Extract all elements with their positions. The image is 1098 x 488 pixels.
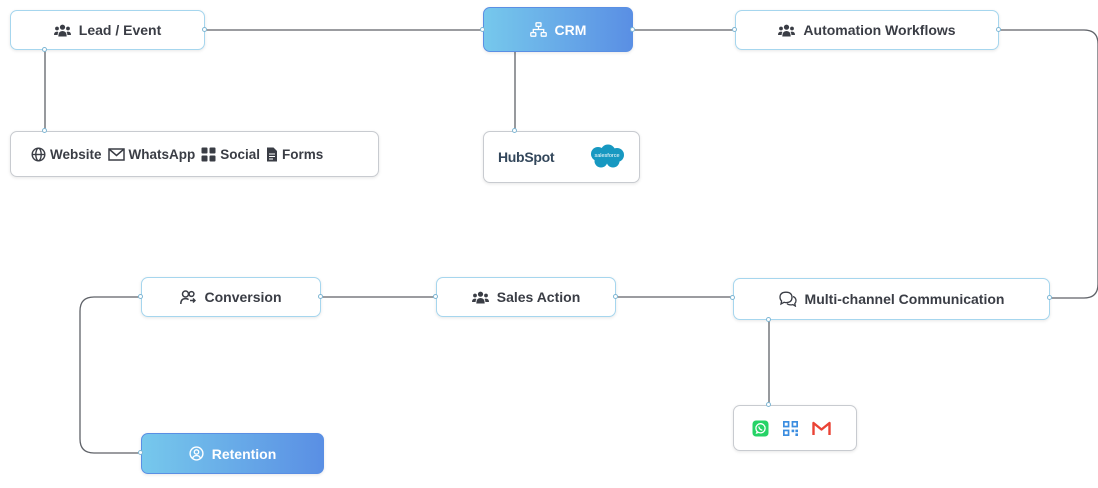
- node-sales-action[interactable]: Sales Action: [436, 277, 616, 317]
- document-icon: [266, 147, 278, 162]
- node-crm-label: CRM: [554, 21, 587, 38]
- source-whatsapp-label: WhatsApp: [128, 146, 196, 162]
- salesforce-logo-text: salesforce: [594, 153, 620, 159]
- node-lead-event[interactable]: Lead / Event: [10, 10, 205, 50]
- node-automation-workflows[interactable]: Automation Workflows: [735, 10, 999, 50]
- node-lead-sources[interactable]: Website WhatsApp Social Forms: [10, 131, 379, 177]
- port: [512, 128, 517, 133]
- source-forms[interactable]: Forms: [266, 147, 323, 162]
- node-multichannel-communication[interactable]: Multi-channel Communication: [733, 278, 1050, 320]
- port: [730, 295, 735, 300]
- connector-automation-multichannel: [999, 29, 1098, 299]
- port: [318, 294, 323, 299]
- port: [630, 27, 635, 32]
- port: [138, 294, 143, 299]
- node-automation-workflows-label: Automation Workflows: [803, 22, 956, 38]
- source-website[interactable]: Website: [31, 147, 102, 162]
- port: [613, 294, 618, 299]
- node-crm[interactable]: CRM: [483, 7, 633, 52]
- node-lead-event-label: Lead / Event: [78, 22, 162, 38]
- user-circle-icon: [189, 446, 204, 461]
- source-social[interactable]: Social: [201, 147, 260, 162]
- port: [42, 47, 47, 52]
- globe-icon: [31, 146, 46, 162]
- port: [138, 450, 143, 455]
- node-multichannel-label: Multi-channel Communication: [804, 291, 1005, 307]
- users-icon: [471, 291, 489, 304]
- connector-conversion-retention: [79, 296, 141, 454]
- user-switch-icon: [180, 289, 197, 305]
- port: [42, 128, 47, 133]
- port: [1047, 295, 1052, 300]
- node-conversion-label: Conversion: [204, 289, 282, 305]
- qr-icon[interactable]: [782, 420, 799, 437]
- source-forms-label: Forms: [282, 146, 324, 162]
- port: [996, 27, 1001, 32]
- node-retention-label: Retention: [211, 445, 277, 462]
- port: [202, 27, 207, 32]
- node-crm-tools[interactable]: HubSpot salesforce: [483, 131, 640, 183]
- node-retention[interactable]: Retention: [141, 433, 324, 474]
- users-icon: [778, 24, 796, 37]
- sitemap-icon: [529, 22, 547, 37]
- port: [766, 402, 771, 407]
- source-website-label: Website: [50, 146, 102, 162]
- users-icon: [53, 24, 71, 37]
- port: [433, 294, 438, 299]
- port: [480, 27, 485, 32]
- port: [732, 27, 737, 32]
- chat-bubbles-icon: [778, 291, 797, 307]
- salesforce-logo: salesforce: [587, 144, 627, 170]
- hubspot-logo: HubSpot: [498, 149, 555, 165]
- source-whatsapp[interactable]: WhatsApp: [107, 146, 196, 162]
- mail-icon: [107, 147, 125, 161]
- grid-icon: [201, 147, 216, 162]
- node-channels[interactable]: [733, 405, 857, 451]
- port: [766, 317, 771, 322]
- gmail-icon[interactable]: [812, 421, 831, 436]
- source-social-label: Social: [220, 146, 261, 162]
- node-conversion[interactable]: Conversion: [141, 277, 321, 317]
- whatsapp-icon[interactable]: [752, 420, 769, 437]
- node-sales-action-label: Sales Action: [496, 289, 581, 305]
